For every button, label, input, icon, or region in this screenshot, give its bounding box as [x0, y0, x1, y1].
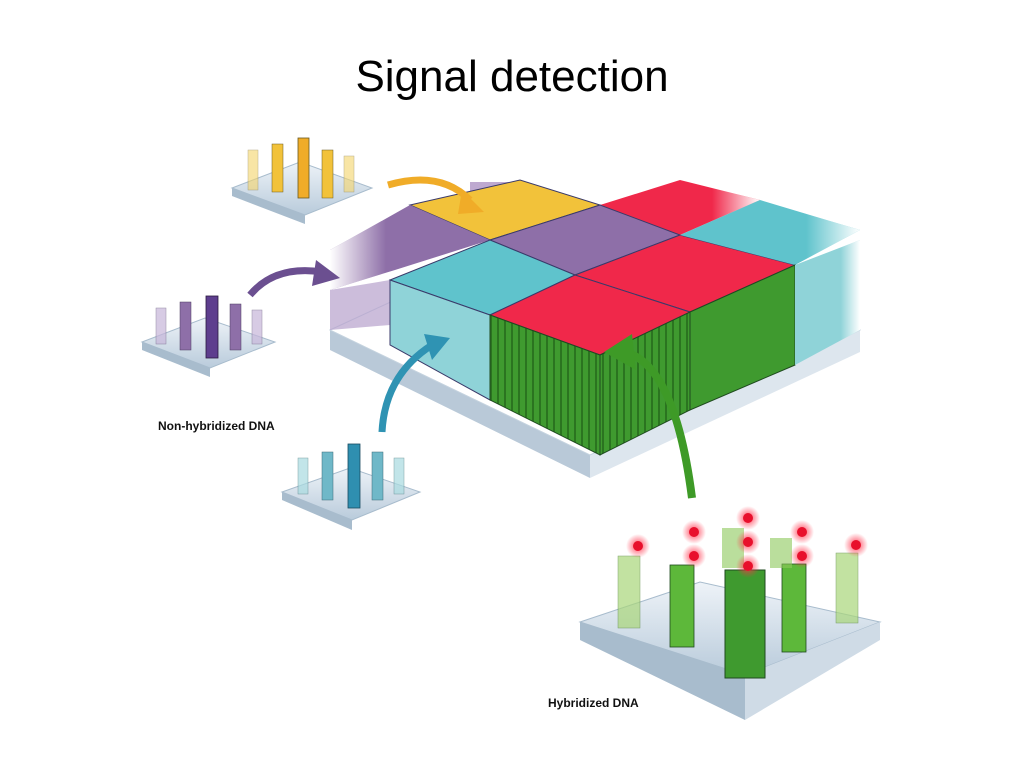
non-hybridized-label: Non-hybridized DNA: [158, 419, 275, 433]
hybridized-label: Hybridized DNA: [548, 696, 639, 710]
green-arrow: [623, 348, 696, 499]
purple-arrow: [247, 267, 323, 298]
slide-title: Signal detection: [355, 52, 669, 101]
teal-arrow: [378, 342, 434, 433]
tile-purple-left-face: [330, 280, 390, 330]
yellow-probe-group: [230, 137, 374, 224]
purple-probe-group: [140, 295, 277, 377]
feature-tiles: [330, 179, 860, 456]
signal-dots: [626, 506, 868, 578]
teal-probe-group: [280, 443, 422, 530]
green-probe-group: [578, 506, 882, 720]
